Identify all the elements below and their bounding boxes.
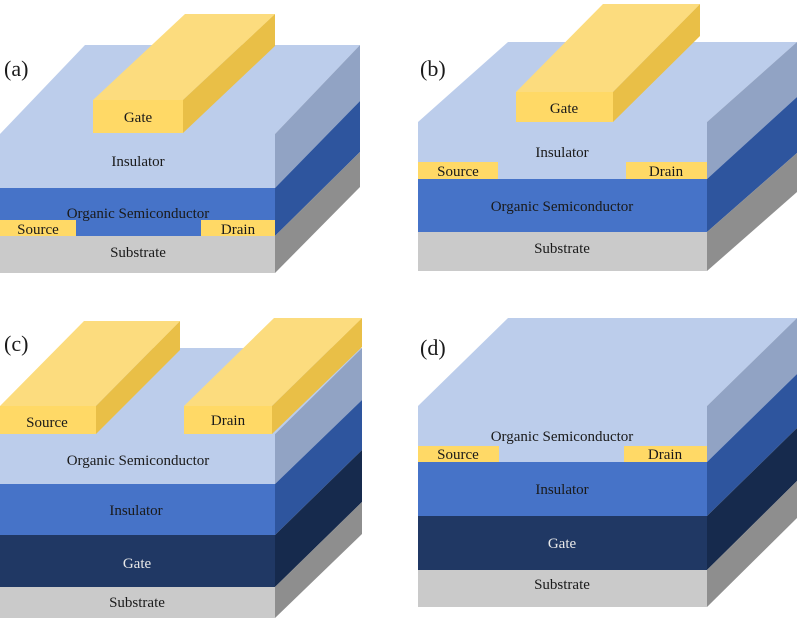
- panel-c: (c) Source Drain Organic Semiconductor I…: [0, 318, 362, 618]
- panel-c-side-insulator: [275, 400, 362, 535]
- panel-a-insulator-label: Insulator: [111, 154, 164, 170]
- panel-a-insulator-layer: [0, 134, 275, 188]
- panel-c-side-semiconductor: [275, 348, 362, 484]
- panel-a-substrate-layer: [0, 236, 275, 273]
- panel-d-insulator-layer: [418, 462, 707, 516]
- panel-c-gate-label: Gate: [123, 556, 152, 572]
- panel-b-substrate-label: Substrate: [534, 241, 590, 257]
- panel-b-side-semiconductor: [707, 97, 797, 232]
- panel-d-substrate-label: Substrate: [534, 577, 590, 593]
- panel-d-semiconductor-label: Organic Semiconductor: [491, 429, 634, 445]
- panel-d-label: (d): [420, 335, 446, 360]
- panel-b-gate-side: [613, 4, 700, 122]
- panel-d-substrate-layer: [418, 570, 707, 607]
- panel-c-semiconductor-layer: [0, 434, 275, 484]
- panel-c-insulator-layer: [0, 484, 275, 535]
- panel-d-source-label: Source: [437, 447, 479, 463]
- panel-d: (d) Organic Semiconductor Source Drain I…: [418, 318, 797, 607]
- panel-d-side-gate: [707, 428, 797, 570]
- panel-b-gate-front: [516, 92, 613, 122]
- panel-c-side-substrate: [275, 502, 362, 618]
- panel-c-drain-front: [184, 406, 272, 434]
- panel-b-drain-label: Drain: [649, 164, 684, 180]
- panel-c-gate-layer: [0, 535, 275, 587]
- panel-a-source-label: Source: [17, 222, 59, 238]
- panel-c-label: (c): [4, 331, 28, 356]
- panel-a-side-semiconductor: [275, 101, 360, 236]
- panel-b-side-insulator: [707, 42, 797, 179]
- panel-a-side-substrate: [275, 152, 360, 273]
- panel-b-drain-contact: [626, 162, 707, 179]
- panel-a-gate-front: [93, 100, 183, 133]
- panel-b-gate-label: Gate: [550, 101, 579, 117]
- panel-c-insulator-label: Insulator: [109, 503, 162, 519]
- panel-d-drain-label: Drain: [648, 447, 683, 463]
- panel-d-side-semiconductor: [707, 318, 797, 462]
- panel-b-semiconductor-label: Organic Semiconductor: [491, 199, 634, 215]
- panel-a-substrate-label: Substrate: [110, 245, 166, 261]
- panel-d-side-substrate: [707, 481, 797, 607]
- panel-b: (b) Gate Insulator Source Drain Organic …: [418, 4, 797, 271]
- panel-c-semiconductor-label: Organic Semiconductor: [67, 453, 210, 469]
- panel-b-substrate-layer: [418, 232, 707, 271]
- panel-a-gate-side: [183, 14, 275, 133]
- panel-c-source-top: [0, 321, 180, 406]
- panel-d-gate-layer: [418, 516, 707, 570]
- panel-a-drain-contact: [201, 220, 275, 236]
- panel-a-semiconductor-label: Organic Semiconductor: [67, 206, 210, 222]
- panel-c-drain-side: [272, 318, 362, 434]
- panel-c-drain-label: Drain: [211, 413, 246, 429]
- panel-c-substrate-label: Substrate: [109, 595, 165, 611]
- panel-a: (a) Gate Insulator Organic Semiconductor…: [0, 14, 360, 273]
- panel-c-side-gate: [275, 450, 362, 587]
- panel-b-side-substrate: [707, 153, 797, 271]
- panel-a-gate-top: [93, 14, 275, 100]
- panel-d-top-face: [418, 318, 797, 406]
- panel-a-gate-label: Gate: [124, 110, 153, 126]
- panel-b-gate-top: [516, 4, 700, 92]
- panel-c-drain-top: [184, 318, 362, 406]
- panel-d-drain-contact: [624, 446, 707, 462]
- panel-c-substrate-layer: [0, 587, 275, 618]
- panel-d-insulator-label: Insulator: [535, 482, 588, 498]
- panel-a-side-insulator: [275, 45, 360, 188]
- panel-b-source-contact: [418, 162, 498, 179]
- panel-b-insulator-label: Insulator: [535, 145, 588, 161]
- panel-d-source-contact: [418, 446, 499, 462]
- panel-b-semiconductor-layer: [418, 179, 707, 232]
- panel-b-source-label: Source: [437, 164, 479, 180]
- panel-c-source-side: [96, 321, 180, 434]
- panel-d-gate-label: Gate: [548, 536, 577, 552]
- panel-d-side-insulator: [707, 374, 797, 516]
- panel-a-drain-label: Drain: [221, 222, 256, 238]
- panel-b-label: (b): [420, 56, 446, 81]
- panel-a-label: (a): [4, 56, 28, 81]
- panel-c-source-front: [0, 406, 96, 434]
- panel-c-source-label: Source: [26, 415, 68, 431]
- panel-a-source-contact: [0, 220, 76, 236]
